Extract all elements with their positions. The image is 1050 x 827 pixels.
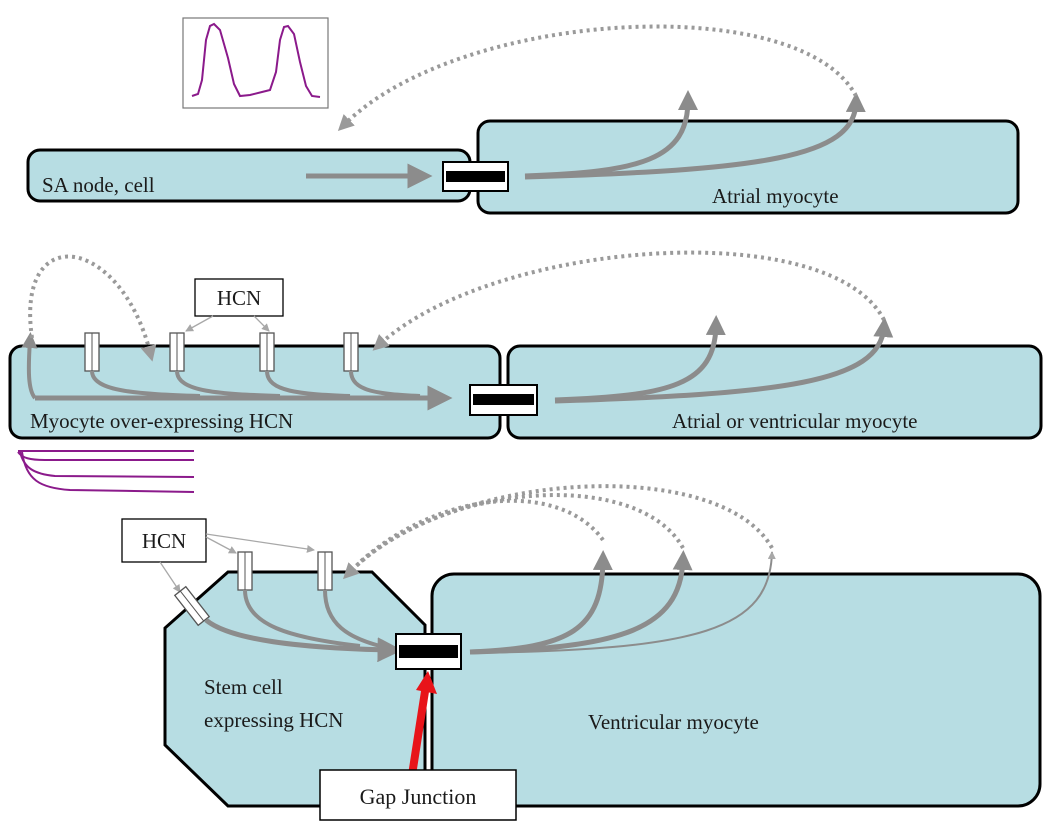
gap-junction-icon [442,161,509,192]
channel-current-arrow [90,370,201,398]
gap-junction-icon [395,633,462,670]
current-spread-arrow [554,317,894,404]
stem-cell-label-line2: expressing HCN [204,708,343,732]
panel-sa-node: SA node, cell Atrial myocyte [26,17,1020,215]
feedback-dotted-arrow [337,24,858,132]
feedback-dotted-arrow [358,498,605,564]
action-potential-trace-icon [182,17,329,109]
channel-current-arrow [204,618,403,663]
gap-junction-pointer-arrow [408,684,430,776]
hcn-label-box [121,518,207,563]
channel-current-arrow [349,370,421,398]
hcn-pointer [205,533,315,553]
stem-cell-label-line1: Stem cell [204,675,283,699]
panel-hcn-overexpression: Myocyte over-expressing HCN Atrial or ve… [8,250,1043,493]
feedback-dotted-arrow [354,493,685,568]
sa-node-label: SA node, cell [42,173,155,197]
hcn-channel-icon [237,551,253,591]
hcn-label-box [194,278,284,317]
hcn-pointer [253,315,270,332]
ventricular-myocyte-cell [430,572,1042,808]
hcn-channel-icon [317,551,333,591]
myocyte-overexpressing-label: Myocyte over-expressing HCN [30,409,293,433]
gap-junction-label: Gap Junction [360,784,477,809]
hcn-current-trace-icon [17,450,195,493]
current-flow-arrow [21,332,38,400]
hcn-channel-icon [259,332,275,372]
hcn-pointer [159,561,181,593]
channel-current-arrow [265,370,351,398]
hcn-channel-icon [173,585,211,627]
feedback-dotted-arrow [28,254,157,362]
current-spread-arrow [469,551,776,654]
gap-junction-label-box [319,769,517,821]
channel-current-arrow [175,370,281,398]
current-spread-arrow [524,92,866,180]
hcn-pointer [205,536,237,554]
current-spread-arrow [469,550,693,655]
atrial-or-ventricular-label: Atrial or ventricular myocyte [672,409,918,433]
gap-junction-icon [469,384,538,416]
feedback-dotted-arrow [342,484,774,580]
channel-current-arrow [323,589,381,648]
gap-junction-pointer-head [416,671,437,694]
hcn-label: HCN [217,286,261,310]
hcn-pointer [185,315,214,332]
atrial-myocyte-label: Atrial myocyte [712,184,839,208]
hcn-channel-icon [343,332,359,372]
channel-current-arrow [243,589,361,648]
feedback-dotted-arrow [372,250,886,351]
ventricular-myocyte-label: Ventricular myocyte [588,710,759,734]
hcn-channel-icon [84,332,100,372]
hcn-channel-icon [169,332,185,372]
hcn-label: HCN [142,529,186,553]
panel-stem-cell: Stem cell expressing HCN Ventricular myo… [121,484,1042,821]
